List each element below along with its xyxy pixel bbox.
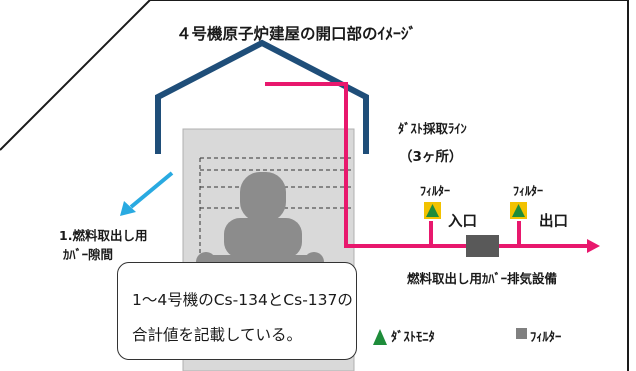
inlet-label: 入口 [448, 214, 477, 230]
callout-line2: 合計値を記載している。 [132, 326, 303, 344]
callout-line1: 1～4号機のCs-134とCs-137の [132, 291, 353, 309]
dust-sampling-line-label: ﾀﾞｽﾄ採取ﾗｲﾝ [398, 121, 467, 136]
diagram-title: ４号機原子炉建屋の開口部のｲﾒｰｼﾞ [176, 25, 417, 43]
exhaust-equipment-label: 燃料取出し用ｶﾊﾞｰ排気設備 [407, 271, 558, 286]
exhaust-filter-box [466, 235, 499, 257]
inlet-dust-monitor-icon [424, 202, 441, 219]
opening-arrow-shaft [129, 171, 174, 209]
opening-arrow-head [120, 201, 136, 216]
legend-filter-icon [516, 328, 527, 339]
filter-label-inlet: ﾌｨﾙﾀｰ [420, 184, 451, 198]
legend-dust-monitor-icon [373, 329, 387, 345]
legend-filter-label: ﾌｨﾙﾀｰ [530, 329, 562, 344]
dust-sampling-count-label: （3ヶ所） [399, 149, 463, 165]
legend-dust-monitor-label: ﾀﾞｽﾄﾓﾆﾀ [391, 329, 435, 344]
opening-label-line1: 1.燃料取出し用 [59, 228, 148, 243]
opening-label-line2: ｶﾊﾞｰ隙間 [63, 247, 114, 262]
filter-label-outlet: ﾌｨﾙﾀｰ [513, 184, 544, 198]
exhaust-arrow-head [587, 239, 600, 253]
fuel-removal-cover [155, 39, 369, 154]
outlet-label: 出口 [539, 214, 568, 230]
callout-note: 1～4号機のCs-134とCs-137の 合計値を記載している。 [117, 262, 357, 360]
outlet-dust-monitor-icon [510, 202, 527, 219]
